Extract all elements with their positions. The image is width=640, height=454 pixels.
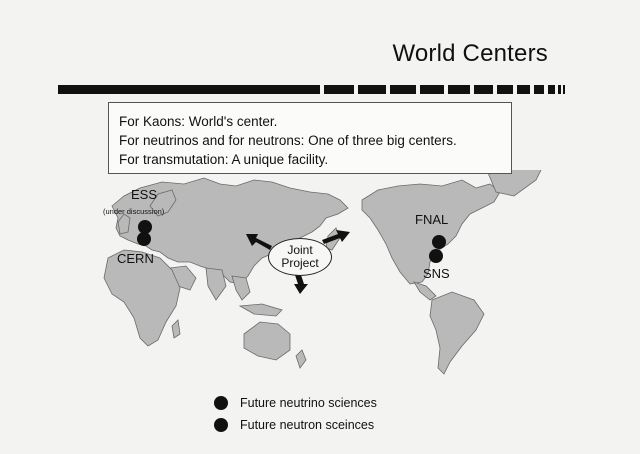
new-zealand bbox=[295, 349, 307, 369]
title-decorative-bar bbox=[58, 85, 565, 94]
legend-item-neutrino: Future neutrino sciences bbox=[214, 392, 377, 414]
joint-arrow-east bbox=[322, 230, 350, 244]
legend-label: Future neutron sceinces bbox=[240, 418, 375, 432]
india bbox=[205, 267, 227, 301]
north-america bbox=[361, 179, 501, 285]
bullet-line-3: For transmutation: A unique facility. bbox=[119, 152, 329, 167]
africa bbox=[103, 249, 181, 347]
summary-textbox: For Kaons: World's center. For neutrinos… bbox=[108, 102, 512, 174]
joint-label-line-2: Project bbox=[281, 256, 319, 270]
british-isles bbox=[117, 213, 131, 235]
cern-label: CERN bbox=[117, 251, 154, 266]
cern-marker bbox=[137, 232, 151, 246]
legend: Future neutrino sciences Future neutron … bbox=[214, 392, 377, 436]
legend-label: Future neutrino sciences bbox=[240, 396, 377, 410]
indonesia bbox=[238, 303, 283, 317]
central-america bbox=[413, 281, 437, 301]
joint-arrow-west bbox=[246, 234, 272, 250]
australia bbox=[243, 321, 291, 361]
legend-item-neutron: Future neutron sceinces bbox=[214, 414, 377, 436]
world-map bbox=[103, 170, 542, 375]
bullet-line-1: For Kaons: World's center. bbox=[119, 114, 278, 129]
south-america bbox=[429, 291, 485, 375]
sns-label: SNS bbox=[423, 266, 450, 281]
fnal-marker bbox=[432, 235, 446, 249]
sns-marker bbox=[429, 249, 443, 263]
greenland bbox=[486, 170, 542, 197]
scandinavia bbox=[149, 189, 177, 217]
ess-marker bbox=[138, 220, 152, 234]
madagascar bbox=[171, 319, 181, 339]
joint-project-ellipse: Joint Project bbox=[268, 238, 332, 276]
joint-label-line-1: Joint bbox=[287, 243, 313, 257]
legend-dot-icon bbox=[214, 396, 228, 410]
bullet-line-2: For neutrinos and for neutrons: One of t… bbox=[119, 133, 457, 148]
southeast-asia bbox=[231, 275, 251, 301]
fnal-label: FNAL bbox=[415, 212, 449, 227]
joint-arrow-south bbox=[294, 272, 308, 294]
ess-note-label: (under discussion) bbox=[103, 207, 165, 216]
slide-title: World Centers bbox=[392, 40, 548, 67]
ess-label: ESS bbox=[131, 187, 158, 202]
legend-dot-icon bbox=[214, 418, 228, 432]
